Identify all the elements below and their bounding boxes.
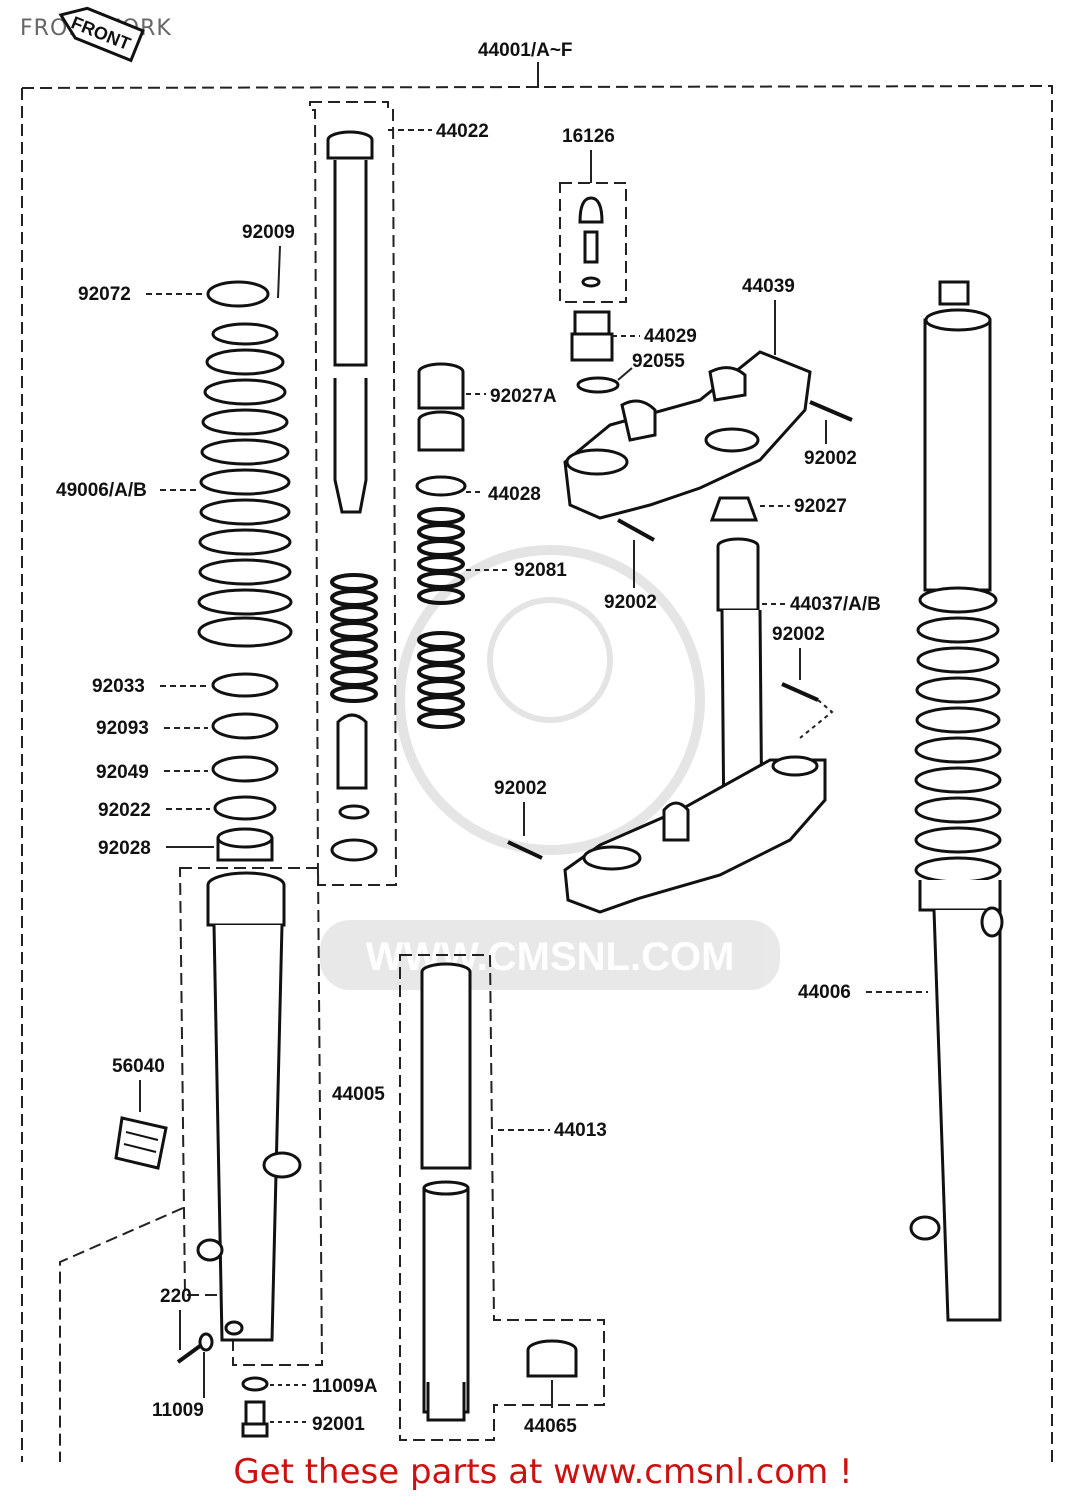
collar-92027A (417, 362, 465, 452)
label-92028: 92028 (98, 838, 151, 859)
steering-stem-44037 (563, 537, 827, 914)
label-92002-a: 92002 (804, 448, 857, 469)
bolt-92002-d (507, 840, 543, 860)
label-92072: 92072 (78, 284, 131, 305)
screw-220 (176, 1344, 202, 1364)
bolt-92001 (241, 1400, 269, 1438)
bearing-cone-92027 (709, 496, 759, 522)
upper-clamp-44039 (563, 350, 812, 520)
label-92027: 92027 (794, 496, 847, 517)
label-92049: 92049 (96, 762, 149, 783)
spring-seat-44028 (415, 475, 467, 497)
oil-seal-92093 (211, 712, 279, 740)
washer-92033 (211, 672, 279, 698)
label-92081: 92081 (514, 560, 567, 581)
bolt-92002-b (617, 518, 655, 542)
fork-spring-92081 (417, 507, 465, 729)
front-badge: FRONT (58, 6, 145, 63)
valve-cap-16126 (578, 196, 604, 288)
outer-tube-44005 (196, 871, 302, 1342)
label-92002-b: 92002 (604, 592, 657, 613)
label-92055: 92055 (632, 351, 685, 372)
top-bolt-44029 (570, 310, 620, 394)
inner-tube-44022 (326, 130, 374, 514)
label-56040: 56040 (112, 1056, 165, 1077)
bolt-92002-c (781, 682, 819, 702)
gasket-11009A (241, 1376, 269, 1392)
label-16126: 16126 (562, 126, 615, 147)
promo-banner[interactable]: Get these parts at www.cmsnl.com ! (233, 1452, 853, 1492)
label-44065: 44065 (524, 1416, 577, 1437)
label-44013: 44013 (554, 1120, 607, 1141)
fork-boot-49006 (197, 322, 293, 648)
assembly-boundary (21, 84, 1053, 1462)
label-44006: 44006 (798, 982, 851, 1003)
washer-11009 (198, 1332, 214, 1352)
seal-stack (211, 672, 279, 862)
dust-seal-92072 (206, 280, 270, 308)
decal-56040 (114, 1116, 168, 1170)
label-44037: 44037/A/B (790, 594, 881, 615)
label-44001: 44001/A~F (478, 40, 573, 61)
label-44028: 44028 (488, 484, 541, 505)
damper-cylinder-44013 (420, 962, 472, 1422)
label-92027A: 92027A (490, 386, 557, 407)
ring-92022 (213, 795, 277, 821)
label-11009: 11009 (152, 1400, 204, 1421)
label-220: 220 (160, 1286, 192, 1307)
label-92001: 92001 (312, 1414, 365, 1435)
label-44029: 44029 (644, 326, 697, 347)
label-49006: 49006/A/B (56, 480, 147, 501)
label-11009A: 11009A (312, 1376, 378, 1397)
label-44005: 44005 (332, 1084, 385, 1105)
tube-spring (330, 573, 378, 703)
tube-piece (330, 713, 378, 862)
label-92002-c: 92002 (772, 624, 825, 645)
seal-92049 (211, 755, 279, 783)
label-92002-d: 92002 (494, 778, 547, 799)
label-92093: 92093 (96, 718, 149, 739)
label-44039: 44039 (742, 276, 795, 297)
label-44022: 44022 (436, 121, 489, 142)
fork-leg-assembly-44006 (909, 280, 1004, 1322)
label-92009: 92009 (242, 222, 295, 243)
watermark: WWW.CMSNL.COM (320, 545, 780, 990)
collar-44065 (526, 1339, 578, 1378)
label-92033: 92033 (92, 676, 145, 697)
label-92022: 92022 (98, 800, 151, 821)
